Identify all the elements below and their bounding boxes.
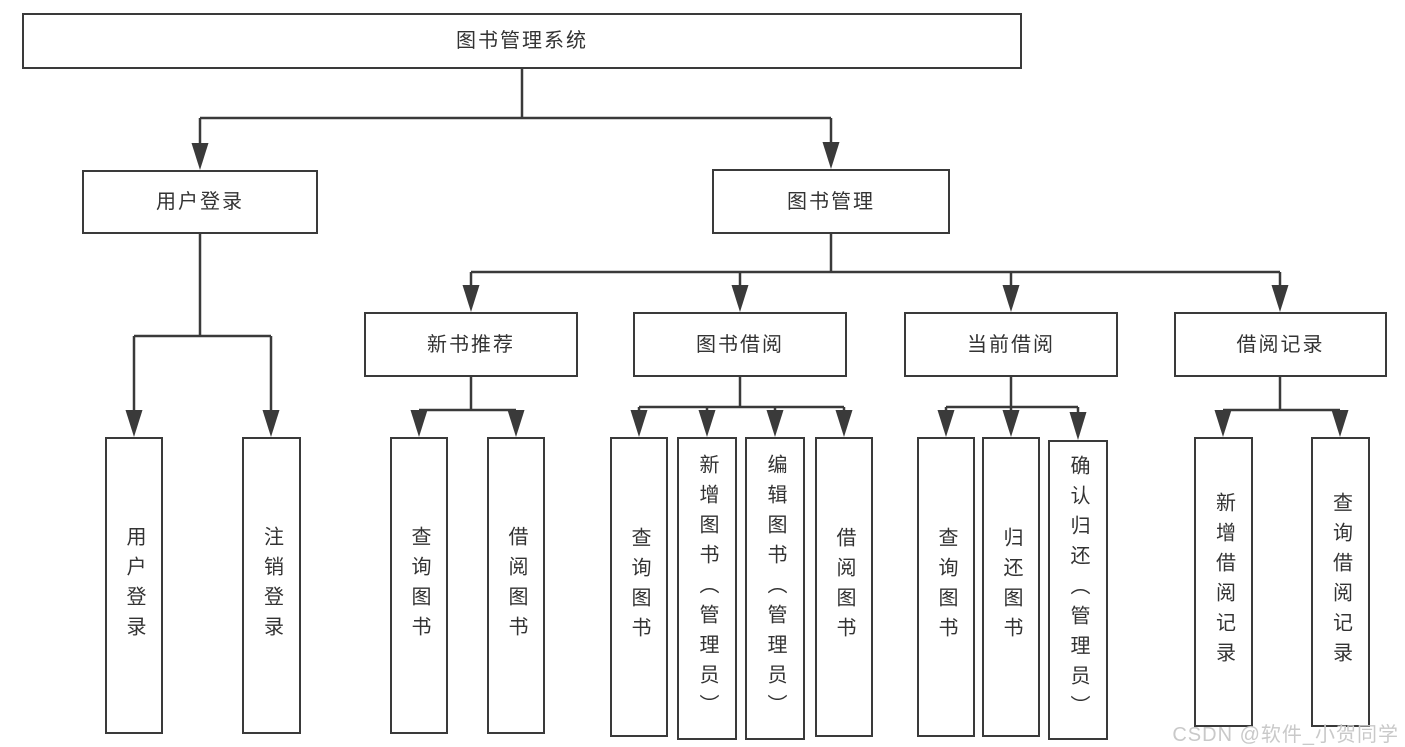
node-return-books: 归还图书 <box>982 437 1040 737</box>
down-arrowhead <box>1002 285 1020 312</box>
down-arrowhead <box>262 410 280 437</box>
watermark: CSDN @软件_小贺同学 <box>1172 724 1399 746</box>
node-query-borrow-record: 查询借阅记录 <box>1311 437 1370 727</box>
down-arrowhead <box>507 410 525 437</box>
node-add-books-admin: 新增图书（管理员） <box>677 437 737 740</box>
down-arrowhead <box>1069 412 1087 440</box>
down-arrowhead <box>630 410 648 437</box>
connector-book-borrow-children <box>630 377 853 437</box>
connector-borrow-records-children <box>1214 377 1349 437</box>
node-book-management: 图书管理 <box>712 169 950 234</box>
connector-current-borrow-children <box>937 377 1087 440</box>
node-user-login: 用户登录 <box>105 437 163 734</box>
node-query-books: 查询图书 <box>917 437 975 737</box>
connector-book-mgmt-children <box>462 234 1289 312</box>
node-edit-books-admin: 编辑图书（管理员） <box>745 437 805 740</box>
node-current-borrowing: 当前借阅 <box>904 312 1118 377</box>
node-user-login-group: 用户登录 <box>82 170 318 234</box>
node-logout: 注销登录 <box>242 437 301 734</box>
connector-user-login-children <box>125 233 280 437</box>
down-arrowhead <box>835 410 853 437</box>
connector-root-to-level2 <box>191 68 840 170</box>
down-arrowhead <box>731 285 749 312</box>
node-new-book-recommendation: 新书推荐 <box>364 312 578 377</box>
down-arrowhead <box>462 285 480 312</box>
down-arrowhead <box>1002 410 1020 437</box>
down-arrowhead <box>1331 410 1349 437</box>
connector-new-book-rec-children <box>410 377 525 437</box>
node-library-management-system: 图书管理系统 <box>22 13 1022 69</box>
down-arrowhead <box>698 410 716 437</box>
node-borrow-books: 借阅图书 <box>487 437 545 734</box>
down-arrowhead <box>766 410 784 437</box>
down-arrowhead <box>1271 285 1289 312</box>
node-confirm-return-admin: 确认归还（管理员） <box>1048 440 1108 740</box>
node-book-borrowing: 图书借阅 <box>633 312 847 377</box>
down-arrowhead <box>1214 410 1232 437</box>
down-arrowhead <box>191 143 209 170</box>
node-query-books: 查询图书 <box>610 437 668 737</box>
node-borrowing-records: 借阅记录 <box>1174 312 1387 377</box>
node-query-books: 查询图书 <box>390 437 448 734</box>
node-add-borrow-record: 新增借阅记录 <box>1194 437 1253 727</box>
down-arrowhead <box>125 410 143 437</box>
node-borrow-books: 借阅图书 <box>815 437 873 737</box>
down-arrowhead <box>937 410 955 437</box>
down-arrowhead <box>822 142 840 169</box>
down-arrowhead <box>410 410 428 437</box>
